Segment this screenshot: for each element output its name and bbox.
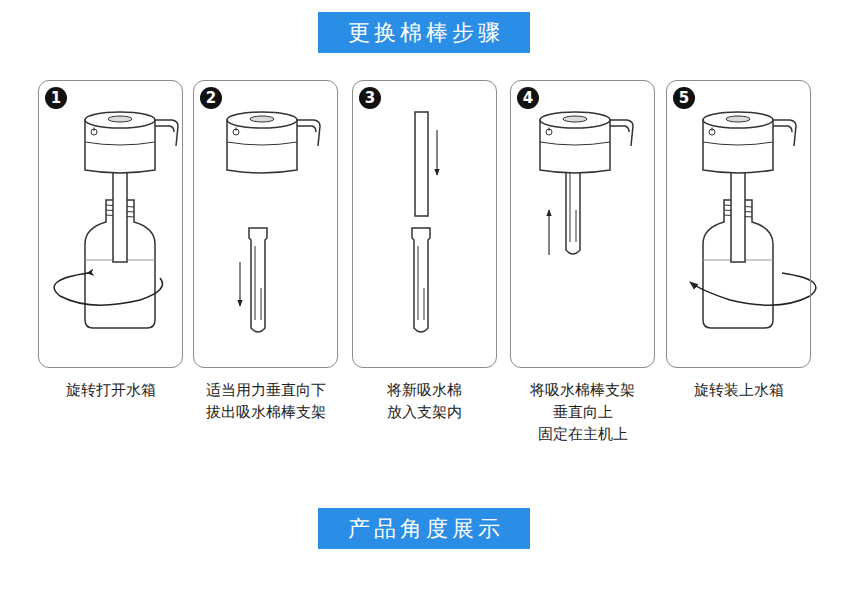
step-panel: 将新吸水棉 放入支架内3: [352, 80, 497, 368]
callout-number: 1: [45, 87, 67, 109]
step-caption: 旋转装上水箱: [676, 379, 801, 401]
callout-number: 3: [359, 87, 381, 109]
step-caption: 适当用力垂直向下 拔出吸水棉棒支架: [203, 379, 328, 423]
step-caption: 将吸水棉棒支架 垂直向上 固定在主机上: [520, 379, 645, 445]
heading-text: 更换棉棒步骤: [348, 20, 504, 45]
step-number: 5: [679, 89, 689, 107]
step-number: 1: [51, 89, 61, 107]
step-caption: 将新吸水棉 放入支架内: [362, 379, 487, 423]
step-panel: 旋转打开水箱1: [38, 80, 183, 368]
step-number: 2: [206, 89, 216, 107]
step-caption: 旋转打开水箱: [48, 379, 173, 401]
heading-band: 更换棉棒步骤: [318, 12, 530, 53]
step-panel: 适当用力垂直向下 拔出吸水棉棒支架2: [193, 80, 338, 368]
step-panel: 旋转装上水箱5: [666, 80, 811, 368]
step-number: 3: [365, 89, 375, 107]
step-panel: 将吸水棉棒支架 垂直向上 固定在主机上4: [510, 80, 655, 368]
section-heading: 产品角度展示: [348, 516, 504, 541]
callout-number: 4: [517, 87, 539, 109]
section-band: 产品角度展示: [318, 508, 530, 549]
callout-number: 2: [200, 87, 222, 109]
callout-number: 5: [673, 87, 695, 109]
step-number: 4: [523, 89, 533, 107]
